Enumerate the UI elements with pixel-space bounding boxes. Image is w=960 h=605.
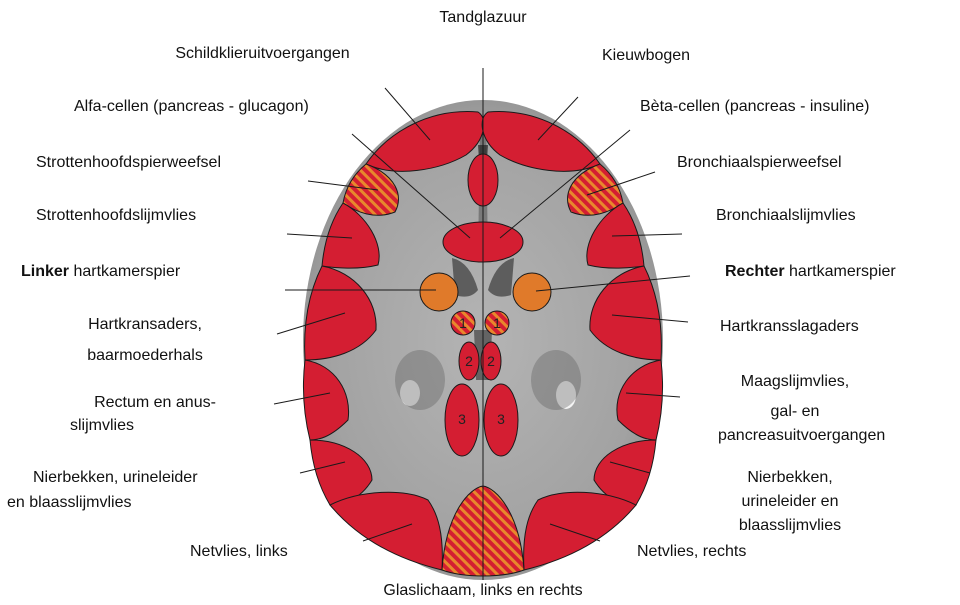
label-strottenhoofdslijm: Strottenhoofdslijmvlies bbox=[36, 206, 196, 226]
rechter-hartkamer-region bbox=[513, 273, 551, 311]
label-maag-3: pancreasuitvoergangen bbox=[718, 426, 885, 446]
number-2-right: 2 bbox=[487, 353, 495, 369]
label-rechter-rest: hartkamerspier bbox=[785, 263, 896, 280]
label-maag-1: Maagslijmvlies, bbox=[720, 372, 870, 392]
label-hartkransaders-2: baarmoederhals bbox=[40, 346, 250, 366]
label-netvlies-rechts: Netvlies, rechts bbox=[637, 542, 746, 562]
number-3-right: 3 bbox=[497, 411, 505, 427]
label-rechter-hartkamerspier: Rechter hartkamerspier bbox=[725, 262, 896, 282]
label-rectum-2: slijmvlies bbox=[70, 416, 134, 436]
label-glaslichaam: Glaslichaam, links en rechts bbox=[330, 581, 636, 601]
number-1-right: 1 bbox=[493, 315, 501, 331]
label-nier-rechts-2: urineleider en bbox=[715, 492, 865, 512]
label-linker-rest: hartkamerspier bbox=[69, 263, 180, 280]
label-bronchiaalslijm: Bronchiaalslijmvlies bbox=[716, 206, 856, 226]
label-strottenhoofdspier: Strottenhoofdspierweefsel bbox=[36, 153, 221, 173]
label-maag-2: gal- en bbox=[720, 402, 870, 422]
region-netvlies-links bbox=[330, 492, 442, 570]
label-linker-bold: Linker bbox=[21, 263, 69, 280]
label-alfa: Alfa-cellen (pancreas - glucagon) bbox=[74, 97, 309, 117]
label-linker-hartkamerspier: Linker hartkamerspier bbox=[21, 262, 180, 282]
number-1-left: 1 bbox=[459, 315, 467, 331]
linker-hartkamer-region bbox=[420, 273, 458, 311]
label-hartkransaders-1: Hartkransaders, bbox=[40, 315, 250, 335]
label-nier-links-1: Nierbekken, urineleider bbox=[33, 468, 198, 488]
label-nier-rechts-3: blaasslijmvlies bbox=[715, 516, 865, 536]
number-2-left: 2 bbox=[465, 353, 473, 369]
label-beta: Bèta-cellen (pancreas - insuline) bbox=[640, 97, 869, 117]
label-nier-links-2: en blaasslijmvlies bbox=[7, 493, 132, 513]
label-hartkransslagaders: Hartkransslagaders bbox=[720, 317, 859, 337]
label-netvlies-links: Netvlies, links bbox=[190, 542, 288, 562]
region-netvlies-rechts bbox=[524, 492, 636, 570]
label-tandglazuur: Tandglazuur bbox=[400, 8, 566, 28]
label-bronchiaalspier: Bronchiaalspierweefsel bbox=[677, 153, 842, 173]
number-3-left: 3 bbox=[458, 411, 466, 427]
label-schildklier: Schildklieruitvoergangen bbox=[135, 44, 390, 64]
label-kieuwbogen: Kieuwbogen bbox=[602, 46, 690, 66]
label-nier-rechts-1: Nierbekken, bbox=[715, 468, 865, 488]
label-rechter-bold: Rechter bbox=[725, 263, 785, 280]
label-rectum-1: Rectum en anus- bbox=[40, 393, 270, 413]
